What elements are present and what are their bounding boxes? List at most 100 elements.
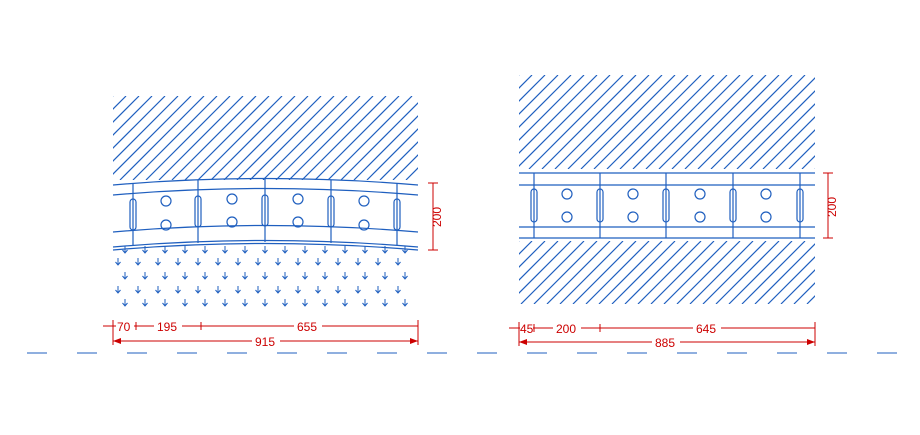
hatch-line: [132, 96, 218, 180]
hatch-line: [113, 96, 140, 123]
hatch-line: [519, 241, 546, 268]
grout-arrow-icon: [202, 299, 208, 307]
grout-arrow-icon: [402, 272, 408, 280]
left-dim-segment-3: 655: [297, 320, 317, 334]
left-total-dimension: 915: [113, 334, 418, 349]
grout-arrow-icon: [202, 246, 208, 254]
hatch-line: [663, 241, 728, 304]
hatch-line: [158, 96, 244, 180]
hatch-line: [519, 241, 533, 255]
grout-arrow-icon: [342, 272, 348, 280]
grout-arrow-icon: [282, 246, 288, 254]
hatch-line: [223, 96, 309, 180]
hatch-line: [113, 96, 114, 97]
hatch-line: [327, 96, 413, 180]
right-total-dimension: 885: [519, 335, 815, 350]
grout-arrow-icon: [122, 299, 128, 307]
bolt-hole: [627, 211, 639, 223]
grout-arrow-icon: [302, 272, 308, 280]
right-dim-segment-1: 45: [520, 322, 534, 336]
hatch-line: [559, 241, 624, 304]
hatch-line: [689, 241, 754, 304]
hatch-line: [113, 96, 192, 175]
left-bolt-holes: [160, 193, 370, 231]
right-dim-segment-3: 645: [696, 322, 716, 336]
grout-arrow-icon: [262, 246, 268, 254]
bolt-hole: [760, 188, 772, 200]
hatch-line: [113, 96, 153, 136]
left-detail: 200 70 195 655 915: [103, 96, 444, 349]
grout-arrow-icon: [215, 286, 221, 294]
hatch-line: [519, 75, 598, 154]
hatch-line: [650, 241, 715, 304]
grout-arrow-icon: [342, 299, 348, 307]
hatch-line: [249, 96, 335, 180]
bolt-hole: [160, 219, 172, 231]
hatch-line: [262, 96, 348, 180]
hatch-line: [366, 128, 418, 180]
grout-arrow-icon: [375, 258, 381, 266]
grout-arrow-icon: [402, 246, 408, 254]
hatch-line: [775, 129, 815, 169]
hatch-line: [806, 295, 815, 304]
grout-arrow-icon: [135, 258, 141, 266]
grout-arrow-icon: [362, 272, 368, 280]
grout-arrow-icon: [235, 286, 241, 294]
hatch-line: [572, 241, 637, 304]
grout-arrow-icon: [235, 258, 241, 266]
hatch-line: [741, 241, 806, 304]
grout-arrow-icon: [335, 286, 341, 294]
grout-arrow-icon: [295, 286, 301, 294]
hatch-line: [567, 75, 663, 169]
bolt-hole: [694, 188, 706, 200]
grout-arrow-icon: [375, 286, 381, 294]
hatch-line: [340, 102, 418, 180]
right-height-label: 200: [825, 197, 839, 217]
left-segment-dimension: 70 195 655: [103, 319, 419, 345]
grout-arrow-icon: [222, 299, 228, 307]
hatch-line: [710, 75, 806, 169]
right-detail: 200 45 200 645 885: [509, 75, 839, 350]
hatch-line: [519, 75, 572, 128]
hatch-line: [519, 241, 559, 281]
hatch-line: [593, 75, 689, 169]
hatch-line: [606, 75, 702, 169]
hatch-line: [684, 75, 780, 169]
right-dim-segment-2: 200: [556, 322, 576, 336]
grout-arrow-icon: [195, 286, 201, 294]
left-height-dimension: 200: [428, 182, 444, 251]
right-connector-slot: [796, 188, 804, 223]
grout-arrow-icon: [322, 246, 328, 254]
hatch-line: [314, 96, 400, 180]
grout-arrow-icon: [162, 272, 168, 280]
grout-arrow-icon: [275, 286, 281, 294]
hatch-line: [702, 241, 767, 304]
hatch-line: [197, 96, 283, 180]
hatch-line: [519, 75, 533, 89]
grout-arrow-icon: [275, 258, 281, 266]
right-connector-slot: [729, 188, 737, 223]
grout-arrow-icon: [242, 299, 248, 307]
hatch-line: [697, 75, 793, 169]
hatch-line: [392, 154, 418, 180]
hatch-line: [754, 243, 815, 304]
hatch-line: [585, 241, 650, 304]
bolt-hole: [292, 216, 304, 228]
hatch-line: [113, 96, 166, 149]
grout-arrow-icon: [202, 272, 208, 280]
grout-arrow-icon: [155, 286, 161, 294]
hatch-line: [519, 241, 520, 242]
right-segment-dimension: 45 200 645: [509, 321, 816, 346]
bolt-hole: [160, 195, 172, 207]
bolt-hole: [627, 188, 639, 200]
hatch-line: [676, 241, 741, 304]
grout-arrow-icon: [355, 286, 361, 294]
grout-arrow-icon: [395, 286, 401, 294]
grout-arrow-icon: [195, 258, 201, 266]
hatch-line: [801, 155, 815, 169]
left-wall-top-line: [112, 177, 419, 186]
grout-arrow-icon: [242, 246, 248, 254]
hatch-line: [519, 241, 572, 294]
bolt-hole: [760, 211, 772, 223]
